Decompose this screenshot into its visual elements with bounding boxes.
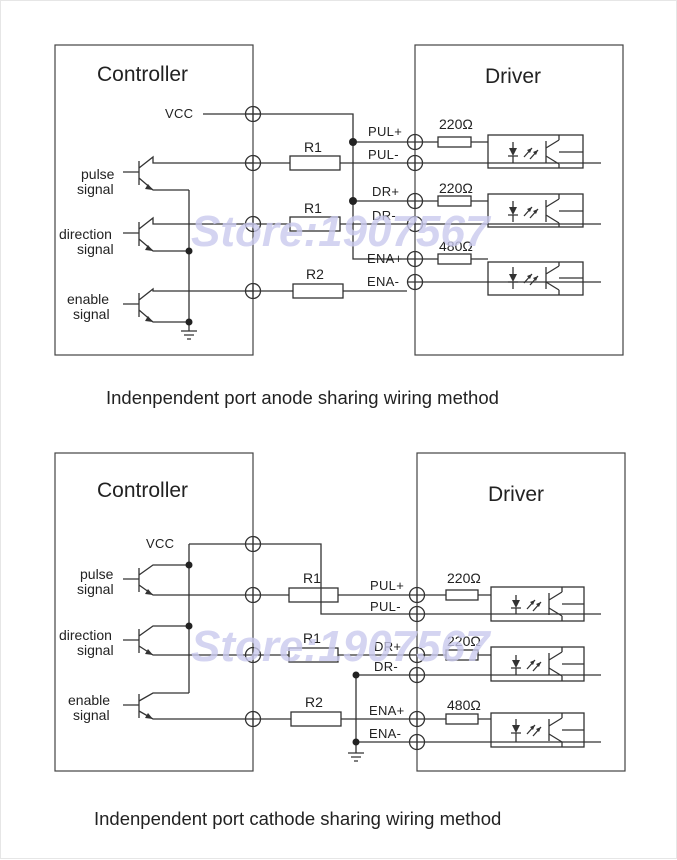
transistor-pulse-2: [123, 564, 246, 596]
junction-dot: [185, 622, 193, 630]
anode-sharing-diagram: Controller Driver VCC: [54, 44, 624, 408]
transistor-enable-1: [123, 287, 253, 323]
optocoupler-icon: [487, 134, 584, 169]
driver-title-1: Driver: [485, 65, 541, 88]
driver-internal-wiring-1: [423, 136, 601, 283]
port-label-ena-minus: ENA-: [367, 274, 399, 289]
vcc-to-pul-minus-2: [261, 543, 409, 615]
resistor-r1: [288, 587, 339, 603]
diagram-caption: Indenpendent port cathode sharing wiring…: [94, 808, 501, 829]
signal-label-line2: signal: [77, 181, 114, 197]
controller-box-1: [54, 44, 254, 356]
signal-label-line1: enable: [67, 291, 109, 307]
signal-label-line2: signal: [77, 241, 114, 257]
junction-dot: [349, 197, 357, 205]
store-watermark: Store:1907567: [191, 622, 492, 671]
junction-dot: [349, 138, 357, 146]
junction-dot: [185, 247, 193, 255]
driver-internal-wiring-2: [425, 589, 601, 743]
port-label-dr-minus: DR-: [374, 659, 398, 674]
vcc-bus-wire-1: [203, 113, 407, 260]
controller-box-2: [54, 452, 254, 772]
port-label-pul-minus: PUL-: [370, 599, 401, 614]
optocoupler-icon: [490, 586, 585, 622]
port-label-dr-plus: DR+: [372, 184, 399, 199]
driver-resistor-label: 220Ω: [447, 633, 481, 649]
vcc-label-2: VCC: [146, 536, 174, 551]
resistor-r2: [290, 711, 342, 727]
transistor-direction-2: [123, 625, 246, 656]
signal-label-line1: direction: [59, 627, 112, 643]
resistor-label: R1: [304, 139, 322, 155]
signal-label-line1: enable: [68, 692, 110, 708]
transistor-enable-2: [123, 692, 246, 720]
store-watermark: Store:1907567: [191, 207, 492, 256]
port-label-ena-minus: ENA-: [369, 726, 401, 741]
transistor-direction-1: [123, 216, 253, 252]
port-label-pul-plus: PUL+: [370, 578, 404, 593]
resistor-r1: [289, 216, 341, 232]
resistor-label: R1: [303, 570, 321, 586]
diagram-caption: Indenpendent port anode sharing wiring m…: [106, 387, 499, 408]
resistor-label: R2: [305, 694, 323, 710]
signal-label-line2: signal: [77, 642, 114, 658]
resistor-label: R1: [304, 200, 322, 216]
driver-resistor-label: 480Ω: [447, 697, 481, 713]
signal-label-line2: signal: [73, 306, 110, 322]
optocoupler-icon: [487, 261, 584, 296]
resistor-label: R2: [306, 266, 324, 282]
port-label-dr-minus: DR-: [372, 208, 396, 223]
driver-resistor-label: 220Ω: [447, 570, 481, 586]
signal-label-line1: direction: [59, 226, 112, 242]
driver-box-1: [414, 44, 624, 356]
optocoupler-icon: [490, 712, 585, 748]
resistor-r1: [288, 647, 339, 663]
vcc-label-1: VCC: [165, 106, 193, 121]
driver-resistor-label: 220Ω: [439, 116, 473, 132]
signal-label-line1: pulse: [80, 566, 114, 582]
junction-dot: [352, 738, 360, 746]
port-label-pul-minus: PUL-: [368, 147, 399, 162]
resistor-r1: [289, 155, 341, 171]
signal-label-line1: pulse: [81, 166, 115, 182]
junction-dot: [185, 561, 193, 569]
controller-title-1: Controller: [97, 63, 188, 86]
optocoupler-icon: [487, 193, 584, 228]
resistor-r2: [292, 283, 344, 299]
port-label-ena-plus: ENA+: [367, 251, 403, 266]
driver-terminals-1: [406, 133, 424, 291]
ground-icon: [348, 752, 364, 762]
optocoupler-icon: [490, 646, 585, 682]
junction-dot: [185, 318, 193, 326]
signal-label-line2: signal: [73, 707, 110, 723]
driver-terminals-2: [408, 586, 426, 751]
port-label-pul-plus: PUL+: [368, 124, 402, 139]
port-label-ena-plus: ENA+: [369, 703, 405, 718]
driver-resistor-label: 480Ω: [439, 238, 473, 254]
ground-icon: [181, 330, 197, 340]
cathode-sharing-diagram: Controller Driver VCC pulse signal di: [54, 452, 626, 829]
driver-resistor-label: 220Ω: [439, 180, 473, 196]
junction-dot: [352, 671, 360, 679]
port-label-dr-plus: DR+: [374, 639, 401, 654]
transistor-pulse-1: [123, 155, 253, 191]
controller-title-2: Controller: [97, 479, 188, 502]
resistor-label: R1: [303, 630, 321, 646]
driver-title-2: Driver: [488, 483, 544, 506]
signal-label-line2: signal: [77, 581, 114, 597]
